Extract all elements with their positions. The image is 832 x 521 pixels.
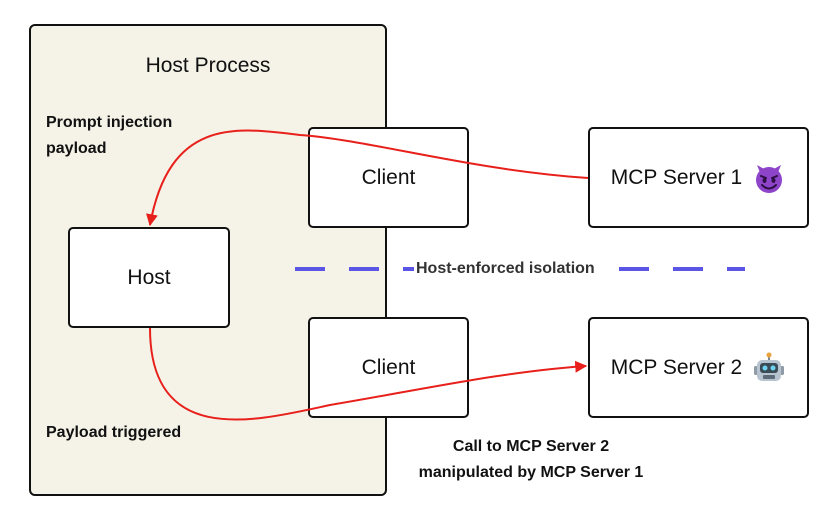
client-top-label: Client <box>361 165 416 189</box>
host-label: Host <box>127 265 171 289</box>
injection-arrow <box>146 129 589 227</box>
prompt-injection-line-2: payload <box>46 140 107 157</box>
robot-face-icon <box>752 351 786 385</box>
client-box-top: Client <box>308 127 469 228</box>
client-bottom-label: Client <box>361 355 416 379</box>
host-box: Host <box>68 227 230 328</box>
call-to-server2-line-2: manipulated by MCP Server 1 <box>418 464 644 481</box>
call-to-server2-label: Call to MCP Server 2 manipulated by MCP … <box>402 434 660 486</box>
mcp-server-2-label: MCP Server 2 <box>610 355 743 379</box>
devil-face-icon <box>752 161 786 195</box>
mcp-server-1-box: MCP Server 1 <box>588 127 809 228</box>
prompt-injection-line-1: Prompt injection <box>46 114 173 131</box>
client-box-bottom: Client <box>308 317 469 418</box>
triggered-call-arrow <box>149 327 588 421</box>
payload-triggered-label: Payload triggered <box>46 424 182 441</box>
prompt-injection-label: Prompt injection payload <box>46 110 172 162</box>
host-process-title: Host Process <box>145 54 271 77</box>
mcp-server-2-box: MCP Server 2 <box>588 317 809 418</box>
isolation-label: Host-enforced isolation <box>414 258 597 280</box>
mcp-server-1-label: MCP Server 1 <box>610 165 743 189</box>
call-to-server2-line-1: Call to MCP Server 2 <box>452 438 610 455</box>
